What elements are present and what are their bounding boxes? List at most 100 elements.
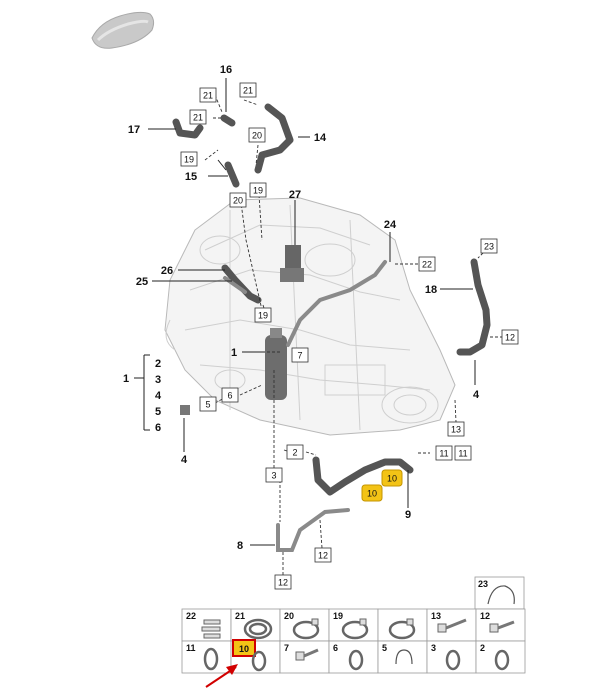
label-box-21-a[interactable]: 21 (199, 87, 217, 103)
legend-cell-5[interactable]: 5 (377, 640, 428, 674)
group-item: 4 (155, 390, 162, 402)
callout-4: 4 (473, 389, 480, 401)
legend-cell-23[interactable]: 23 (474, 576, 525, 610)
label-box-13[interactable]: 13 (447, 421, 465, 437)
legend-cell-11[interactable]: 11 (181, 640, 232, 674)
label-12: 12 (278, 578, 288, 588)
legend-label: 12 (480, 611, 490, 621)
label-box-12-a[interactable]: 12 (501, 329, 519, 345)
label-19: 19 (258, 311, 268, 321)
label-19: 19 (184, 155, 194, 165)
label-box-21-c[interactable]: 21 (239, 82, 257, 98)
legend-label: 13 (431, 611, 441, 621)
label-box-20-b[interactable]: 20 (229, 192, 247, 208)
callout-1: 1 (231, 347, 237, 359)
hose-9 (312, 456, 414, 496)
label-box-11-b[interactable]: 11 (454, 445, 472, 461)
hose-16 (220, 114, 236, 127)
legend-cell-19[interactable]: 19 (328, 608, 379, 642)
legend-label: 3 (431, 643, 436, 653)
legend-cell-blank[interactable] (377, 608, 428, 642)
selection-arrow-icon (205, 664, 238, 688)
legend-cell-6[interactable]: 6 (328, 640, 379, 674)
label-20: 20 (252, 131, 262, 141)
label-20: 20 (233, 196, 243, 206)
label-box-11-a[interactable]: 11 (435, 445, 453, 461)
label-22: 22 (422, 260, 432, 270)
label-10: 10 (367, 489, 377, 499)
label-19: 19 (253, 186, 263, 196)
label-21: 21 (243, 86, 253, 96)
legend-label: 2 (480, 643, 485, 653)
legend-cell-12[interactable]: 12 (475, 608, 526, 642)
label-10: 10 (387, 474, 397, 484)
group-item: 6 (155, 422, 161, 434)
label-7: 7 (297, 351, 302, 361)
line-8 (276, 508, 350, 552)
hose-18 (456, 258, 491, 356)
legend-cell-21[interactable]: 21 (230, 608, 281, 642)
car-silhouette-icon (91, 11, 155, 49)
label-12: 12 (318, 551, 328, 561)
label-box-12-b[interactable]: 12 (314, 547, 332, 563)
legend-cell-3[interactable]: 3 (426, 640, 477, 674)
hose-17 (172, 118, 204, 139)
leader-lines (204, 94, 502, 575)
callout-16: 16 (220, 64, 232, 76)
label-box-3[interactable]: 3 (265, 467, 283, 483)
callout-26: 26 (161, 265, 173, 277)
label-box-19-a[interactable]: 19 (180, 151, 198, 167)
legend-label: 5 (382, 643, 387, 653)
parts-legend: 23 22 21 20 19 13 (181, 576, 526, 674)
label-box-12-c[interactable]: 12 (274, 574, 292, 590)
legend-cell-2[interactable]: 2 (475, 640, 526, 674)
label-box-10-b[interactable]: 10 (361, 484, 383, 502)
label-11: 11 (458, 449, 467, 459)
legend-label: 19 (333, 611, 343, 621)
line-24 (286, 260, 387, 347)
label-box-19-c[interactable]: 19 (254, 307, 272, 323)
callout-8: 8 (237, 540, 243, 552)
label-box-10-a[interactable]: 10 (381, 469, 403, 487)
label-box-19-b[interactable]: 19 (249, 182, 267, 198)
engine-illustration (164, 197, 456, 436)
label-11: 11 (439, 449, 448, 459)
group-item: 2 (155, 358, 161, 370)
group-item: 3 (155, 374, 161, 386)
label-12: 12 (505, 333, 515, 343)
legend-cell-13[interactable]: 13 (426, 608, 477, 642)
group-list: 2 3 4 5 6 (155, 358, 162, 434)
legend-cell-10-selected[interactable]: 10 (230, 639, 281, 674)
group-item: 5 (155, 406, 161, 418)
callout-17: 17 (128, 124, 140, 136)
legend-label: 20 (284, 611, 294, 621)
hoses (172, 103, 491, 552)
hose-14 (254, 103, 294, 174)
legend-label: 11 (186, 643, 196, 653)
callout-numbers: 16 17 14 15 27 24 26 25 18 1 1 4 4 9 8 (123, 64, 480, 552)
label-box-6[interactable]: 6 (221, 387, 239, 403)
legend-cell-7[interactable]: 7 (279, 640, 330, 674)
label-21: 21 (193, 113, 203, 123)
label-box-22[interactable]: 22 (418, 256, 436, 272)
label-box-5[interactable]: 5 (199, 396, 217, 412)
label-box-20-a[interactable]: 20 (248, 127, 266, 143)
callout-24: 24 (384, 219, 397, 231)
label-box-23[interactable]: 23 (480, 238, 498, 254)
callout-9: 9 (405, 509, 411, 521)
label-21: 21 (203, 91, 213, 101)
label-6: 6 (227, 391, 232, 401)
label-2: 2 (292, 448, 297, 458)
callout-25: 25 (136, 276, 148, 288)
boxed-labels: 21 21 21 20 19 19 20 19 22 23 12 7 6 5 1… (180, 82, 519, 590)
label-13: 13 (451, 425, 461, 435)
legend-label: 7 (284, 643, 289, 653)
label-box-7[interactable]: 7 (291, 347, 309, 363)
label-23: 23 (484, 242, 494, 252)
legend-cell-20[interactable]: 20 (279, 608, 330, 642)
label-box-21-b[interactable]: 21 (189, 109, 207, 125)
legend-cell-22[interactable]: 22 (181, 608, 232, 642)
label-box-2[interactable]: 2 (286, 444, 304, 460)
